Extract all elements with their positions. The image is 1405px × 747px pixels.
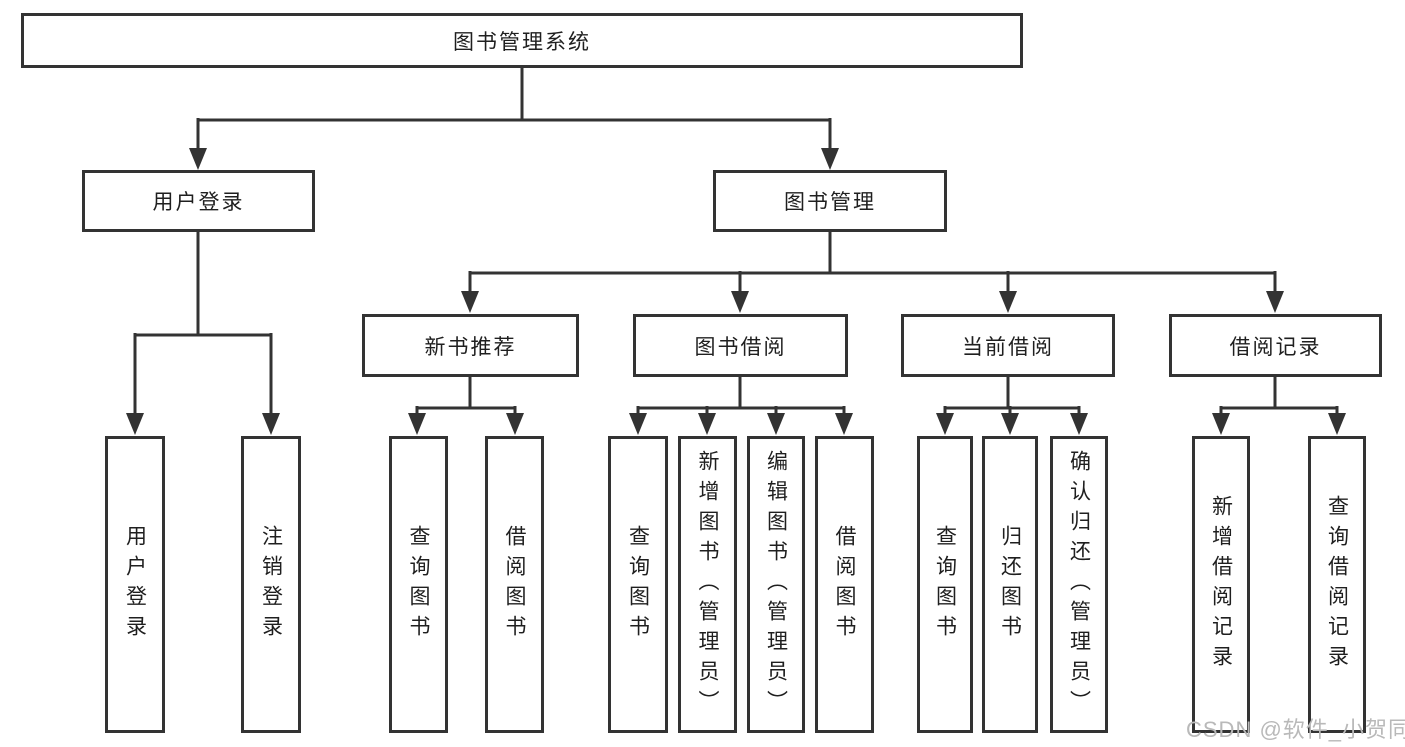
node-user-login: 用户登录 bbox=[82, 170, 315, 232]
node-label: 归还图书 bbox=[998, 524, 1022, 645]
node-label: 新增借阅记录 bbox=[1209, 494, 1233, 675]
node-label: 注销登录 bbox=[259, 524, 283, 645]
leaf-query-book-1: 查询图书 bbox=[389, 436, 448, 733]
node-current-borrow: 当前借阅 bbox=[901, 314, 1115, 377]
node-label: 新书推荐 bbox=[424, 335, 517, 359]
leaf-query-book-3: 查询图书 bbox=[917, 436, 973, 733]
node-label: 借阅图书 bbox=[503, 524, 526, 645]
node-book-mgmt: 图书管理 bbox=[713, 170, 947, 232]
leaf-logout: 注销登录 bbox=[241, 436, 301, 733]
node-label: 图书管理 bbox=[784, 191, 876, 214]
node-label: 查询图书 bbox=[407, 524, 430, 645]
node-label: 新增图书（管理员） bbox=[696, 449, 719, 720]
arrowhead-icons bbox=[126, 148, 1346, 435]
node-label: 查询图书 bbox=[626, 524, 650, 645]
leaf-return-book: 归还图书 bbox=[982, 436, 1038, 733]
node-label: 图书管理系统 bbox=[453, 30, 591, 54]
node-borrow-records: 借阅记录 bbox=[1169, 314, 1382, 377]
node-label: 借阅记录 bbox=[1229, 335, 1322, 359]
leaf-user-login: 用户登录 bbox=[105, 436, 165, 733]
node-label: 查询图书 bbox=[933, 524, 957, 645]
node-label: 编辑图书（管理员） bbox=[764, 449, 788, 720]
leaf-add-borrow-record: 新增借阅记录 bbox=[1192, 436, 1250, 733]
leaf-borrow-book-2: 借阅图书 bbox=[815, 436, 874, 733]
node-label: 用户登录 bbox=[123, 524, 147, 645]
node-book-borrow: 图书借阅 bbox=[633, 314, 848, 377]
node-label: 用户登录 bbox=[152, 191, 245, 214]
leaf-query-book-2: 查询图书 bbox=[608, 436, 668, 733]
node-root: 图书管理系统 bbox=[21, 13, 1023, 68]
node-label: 查询借阅记录 bbox=[1325, 494, 1349, 675]
leaf-query-borrow-record: 查询借阅记录 bbox=[1308, 436, 1366, 733]
node-label: 图书借阅 bbox=[694, 335, 787, 359]
leaf-confirm-return: 确认归还（管理员） bbox=[1050, 436, 1108, 733]
node-new-book-rec: 新书推荐 bbox=[362, 314, 579, 377]
watermark: CSDN @软件_小贺同学 bbox=[1186, 717, 1405, 742]
leaf-add-book: 新增图书（管理员） bbox=[678, 436, 737, 733]
leaf-borrow-book-1: 借阅图书 bbox=[485, 436, 544, 733]
node-label: 确认归还（管理员） bbox=[1067, 449, 1091, 720]
node-label: 借阅图书 bbox=[833, 524, 856, 645]
leaf-edit-book: 编辑图书（管理员） bbox=[747, 436, 805, 733]
node-label: 当前借阅 bbox=[962, 335, 1054, 359]
